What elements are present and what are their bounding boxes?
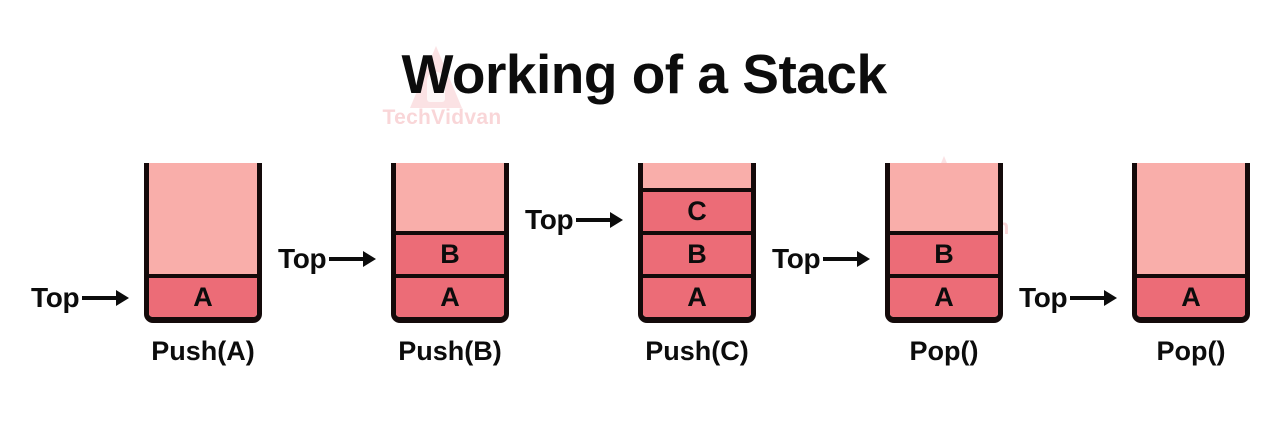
arrow-shaft xyxy=(1070,295,1109,300)
arrow-head xyxy=(610,211,624,228)
arrow-right-icon xyxy=(823,250,871,268)
top-pointer: Top xyxy=(525,203,624,235)
stack-caption: Push(B) xyxy=(398,336,502,366)
stack-cell: A xyxy=(396,274,504,317)
stack-container: A xyxy=(144,163,262,323)
arrow-right-icon xyxy=(576,211,624,229)
top-pointer: Top xyxy=(1019,281,1118,313)
arrow-head xyxy=(363,250,377,267)
top-pointer-label: Top xyxy=(772,242,821,274)
stack-cell: B xyxy=(890,231,998,274)
top-pointer-label: Top xyxy=(31,281,80,313)
stack-caption: Pop() xyxy=(909,336,979,366)
top-pointer: Top xyxy=(772,242,871,274)
top-pointer: Top xyxy=(278,242,377,274)
stack-cell: A xyxy=(1137,274,1245,317)
arrow-right-icon xyxy=(329,250,377,268)
stack-caption: Push(C) xyxy=(645,336,749,366)
page-title: Working of a Stack xyxy=(401,43,887,105)
arrow-head xyxy=(1104,289,1118,306)
arrow-shaft xyxy=(823,256,862,261)
stack-cell: A xyxy=(890,274,998,317)
stack-container: A xyxy=(1132,163,1250,323)
arrow-head xyxy=(857,250,871,267)
stack-caption: Push(A) xyxy=(151,336,255,366)
arrow-shaft xyxy=(576,217,615,222)
arrow-shaft xyxy=(82,295,121,300)
top-pointer-label: Top xyxy=(278,242,327,274)
arrow-right-icon xyxy=(82,289,130,307)
stack-caption: Pop() xyxy=(1156,336,1226,366)
stack-cell: A xyxy=(149,274,257,317)
arrow-right-icon xyxy=(1070,289,1118,307)
stack-cell: B xyxy=(643,231,751,274)
arrow-head xyxy=(116,289,130,306)
top-pointer-label: Top xyxy=(525,203,574,235)
stack-cell: B xyxy=(396,231,504,274)
stack-cell: A xyxy=(643,274,751,317)
top-pointer-label: Top xyxy=(1019,281,1068,313)
stack-cell: C xyxy=(643,188,751,231)
arrow-shaft xyxy=(329,256,368,261)
top-pointer: Top xyxy=(31,281,130,313)
